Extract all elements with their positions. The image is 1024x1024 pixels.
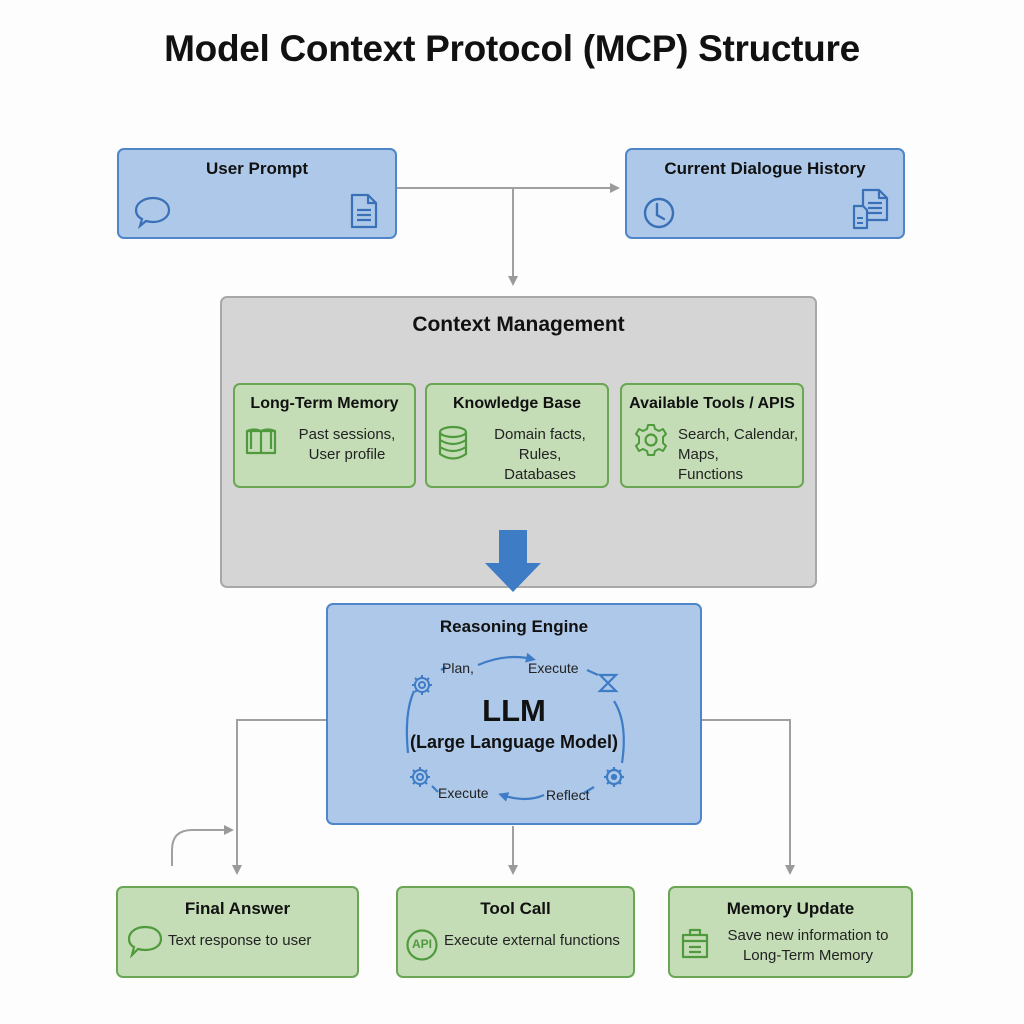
description-line: Databases (504, 466, 576, 483)
output-description: Execute external functions (444, 932, 620, 949)
llm-subtitle: (Large Language Model) (409, 732, 618, 752)
connector-to-memory-update (702, 719, 795, 875)
cycle-label-reflect: Reflect (546, 787, 590, 803)
clipboard-icon (681, 928, 709, 959)
tool-call-box: Tool Call API Execute external functions (396, 886, 635, 978)
description-line: Search, Calendar, (678, 426, 799, 443)
description-line: Domain facts, Rules, (494, 426, 586, 463)
module-title: Long-Term Memory (250, 395, 399, 412)
module-title: Knowledge Base (452, 395, 582, 412)
connector-loop-back (171, 825, 234, 866)
reasoning-engine-box: Reasoning Engine (326, 603, 702, 825)
book-icon (245, 428, 277, 455)
description-line: User profile (308, 446, 386, 463)
gear-icon (635, 424, 667, 456)
user-prompt-box: User Prompt (117, 148, 397, 239)
output-description: Text response to user (168, 932, 312, 949)
clock-icon (643, 197, 675, 229)
module-description: Search, Calendar, Maps, Functions (678, 425, 804, 485)
dialogue-history-title: Current Dialogue History (664, 159, 866, 178)
reasoning-cycle-ring (405, 652, 625, 802)
output-title: Memory Update (726, 899, 855, 918)
description-line: Long-Term Memory (742, 947, 874, 964)
api-icon-label: API (411, 937, 432, 951)
gear-icon (412, 675, 432, 695)
reasoning-engine-title: Reasoning Engine (439, 617, 589, 636)
output-title: Final Answer (184, 899, 291, 918)
api-icon (406, 929, 438, 961)
connector-to-final-answer (232, 719, 326, 875)
speech-bubble-icon (127, 925, 163, 958)
cycle-label-execute-top: Execute (528, 660, 579, 676)
module-knowledge-base: Knowledge Base Domain facts, Rules, Data… (425, 383, 609, 488)
module-long-term-memory: Long-Term Memory Past sessions, User pro… (233, 383, 416, 488)
output-title: Tool Call (480, 899, 551, 918)
memory-update-box: Memory Update Save new information to Lo… (668, 886, 913, 978)
hourglass-icon (597, 673, 619, 693)
document-icon (350, 193, 378, 229)
description-line: Functions (678, 466, 744, 483)
documents-icon (852, 188, 889, 230)
down-arrow-icon (485, 530, 541, 592)
dialogue-history-box: Current Dialogue History (625, 148, 905, 239)
gear-icon (604, 767, 624, 787)
user-prompt-title: User Prompt (205, 159, 309, 178)
context-management-title: Context Management (412, 313, 625, 336)
diagram-title: Model Context Protocol (MCP) Structure (164, 28, 860, 69)
output-description: Save new information to Long-Term Memory (718, 926, 898, 966)
llm-title: LLM (482, 693, 546, 728)
gear-icon (410, 767, 430, 787)
description-line: Maps, (678, 446, 719, 463)
description-line: Save new information to (727, 927, 889, 944)
cycle-label-execute-bottom: Execute (438, 785, 489, 801)
speech-bubble-icon (134, 196, 171, 230)
final-answer-box: Final Answer Text response to user (116, 886, 359, 978)
module-description: Past sessions, User profile (287, 425, 407, 465)
module-title: Available Tools / APIS (629, 395, 795, 412)
module-available-tools: Available Tools / APIS Search, Calendar,… (620, 383, 804, 488)
cycle-label-plan: Plan, (442, 660, 474, 676)
description-line: Past sessions, (298, 426, 396, 443)
database-icon (438, 425, 468, 460)
module-description: Domain facts, Rules, Databases (471, 425, 609, 485)
